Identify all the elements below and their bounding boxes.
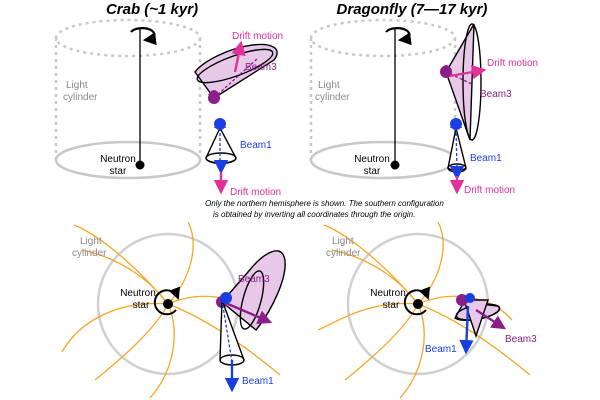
light-cylinder-label: cylinder [315,92,350,103]
neutron-star-label: star [110,166,127,177]
neutron-star [390,160,400,170]
light-cylinder-label: cylinder [63,92,98,103]
neutron-star [413,299,423,309]
dragonfly-3d-panel: Dragonfly (7—17 kyr) Light cylinder Neut… [309,1,538,196]
drift-motion-label: Drift motion [487,58,538,69]
drift-motion-label: Drift motion [230,187,281,198]
rotation-icon [403,286,430,316]
rotation-icon [130,27,157,46]
beam3-arrow [227,302,273,324]
light-cylinder-label: Light [332,236,354,247]
neutron-star [135,160,145,170]
beam1-label: Beam1 [470,153,502,164]
drift-arrow [449,64,487,80]
neutron-star-label: Neutron [354,154,390,165]
neutron-star [163,299,173,309]
light-cylinder [54,18,202,180]
beam1-label: Beam1 [242,376,274,387]
beam3-label: Beam3 [245,62,277,73]
neutron-star-label: star [383,300,400,311]
beam3-cone [440,23,482,141]
rotation-icon [385,27,412,46]
note-text: is obtained by inverting all coordinates… [213,210,415,219]
drift-motion-label: Drift motion [464,185,515,196]
dragonfly-title: Dragonfly (7—17 kyr) [337,1,488,18]
light-cylinder-label: cylinder [72,248,107,259]
neutron-star-label: star [133,300,150,311]
drift-arrow [231,40,246,73]
light-cylinder-label: cylinder [326,248,361,259]
crab-title: Crab (~1 kyr) [106,1,198,18]
beam1-arrow [459,305,474,355]
dragonfly-top-view: Light cylinder Neutron star Beam3 Beam1 [317,221,537,399]
light-cylinder-label: Light [318,80,340,91]
beam3-label: Beam3 [505,334,537,345]
beam3-arrow [475,308,507,330]
neutron-star-label: Neutron [100,154,136,165]
beam3-label: Beam3 [238,274,270,285]
neutron-star-label: Neutron [370,288,406,299]
beam3-cone [454,293,501,339]
beam1-label: Beam1 [240,140,272,151]
beam1-cone [205,118,237,165]
light-cylinder-label: Light [66,80,88,91]
crab-top-view: Light cylinder Neutron star Beam3 Beam1 [61,221,286,399]
drift-motion-label: Drift motion [232,31,283,42]
beam3-label: Beam3 [480,89,512,100]
beam1-cone [447,118,467,173]
field-lines [317,221,531,399]
light-cylinder-label: Light [80,236,102,247]
neutron-star-label: star [364,166,381,177]
note-text: Only the northern hemisphere is shown. T… [205,199,444,208]
rotation-icon [153,286,180,316]
beam1-label: Beam1 [425,344,457,355]
neutron-star-label: Neutron [120,288,156,299]
beam3-cone [194,43,278,104]
crab-3d-panel: Crab (~1 kyr) Light cylinder Neutron sta… [54,1,283,198]
